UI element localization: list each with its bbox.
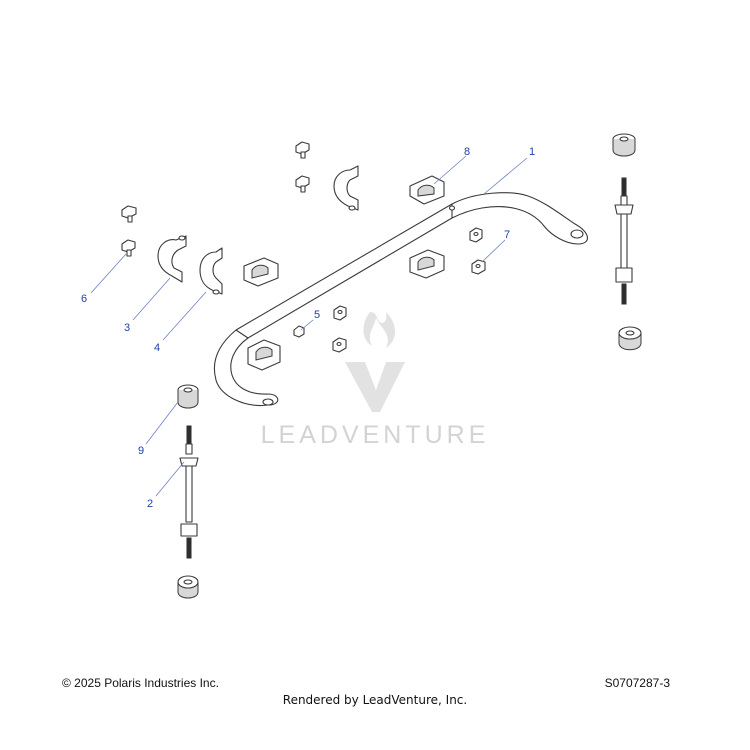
clamp-right[interactable]	[333, 165, 359, 211]
leader-2	[155, 461, 185, 497]
nut-right-a[interactable]	[469, 227, 483, 243]
callout-6[interactable]: 6	[81, 293, 87, 305]
bushing-lower-right[interactable]	[618, 326, 642, 351]
bar-bushing-c[interactable]	[409, 249, 445, 279]
nut-small-a[interactable]	[333, 305, 347, 321]
bolt-a[interactable]	[121, 205, 137, 223]
leader-1	[483, 157, 528, 195]
bar-bushing-d[interactable]	[247, 339, 281, 371]
watermark-logo	[345, 312, 405, 412]
bar-bushing-b[interactable]	[243, 257, 279, 287]
leader-7	[481, 239, 506, 263]
callout-2[interactable]: 2	[147, 498, 153, 510]
leader-5	[300, 319, 314, 331]
drawing-id: S0707287-3	[604, 676, 670, 690]
stabilizer-link-right[interactable]	[614, 177, 634, 305]
callout-3[interactable]: 3	[124, 322, 130, 334]
watermark: LEADVENTURE	[261, 312, 490, 449]
callout-8[interactable]: 8	[464, 146, 470, 158]
stabilizer-link-left[interactable]	[179, 425, 199, 559]
nut-small-b[interactable]	[332, 337, 347, 353]
bolt-d[interactable]	[295, 175, 310, 193]
bushing-lower-left[interactable]	[177, 575, 199, 599]
callout-4[interactable]: 4	[154, 342, 160, 354]
stabilizer-bar[interactable]	[213, 192, 588, 407]
callouts: 1 2 3 4 5 6 7 8 9	[81, 146, 535, 510]
rendered-by-text: Rendered by LeadVenture, Inc.	[282, 693, 468, 707]
bushing-upper-right[interactable]	[612, 133, 636, 157]
leader-6	[90, 253, 127, 294]
callout-1[interactable]: 1	[529, 146, 535, 158]
clamp-left-outer[interactable]	[157, 235, 187, 283]
leader-4	[162, 291, 207, 341]
callout-7[interactable]: 7	[504, 229, 510, 241]
clamp-left-inner[interactable]	[199, 247, 223, 295]
nut-right-b[interactable]	[471, 259, 486, 275]
copyright-text: © 2025 Polaris Industries Inc.	[62, 676, 219, 690]
callout-9[interactable]: 9	[138, 445, 144, 457]
nut-small-c[interactable]	[293, 325, 305, 338]
callout-5[interactable]: 5	[314, 309, 320, 321]
bolt-b[interactable]	[121, 239, 136, 257]
bushing-upper-left[interactable]	[177, 384, 199, 409]
bolt-c[interactable]	[295, 141, 310, 159]
watermark-text: LEADVENTURE	[261, 421, 490, 449]
leader-9	[145, 401, 179, 445]
leader-8	[433, 155, 467, 185]
leader-3	[132, 277, 171, 321]
leader-lines	[90, 155, 528, 497]
